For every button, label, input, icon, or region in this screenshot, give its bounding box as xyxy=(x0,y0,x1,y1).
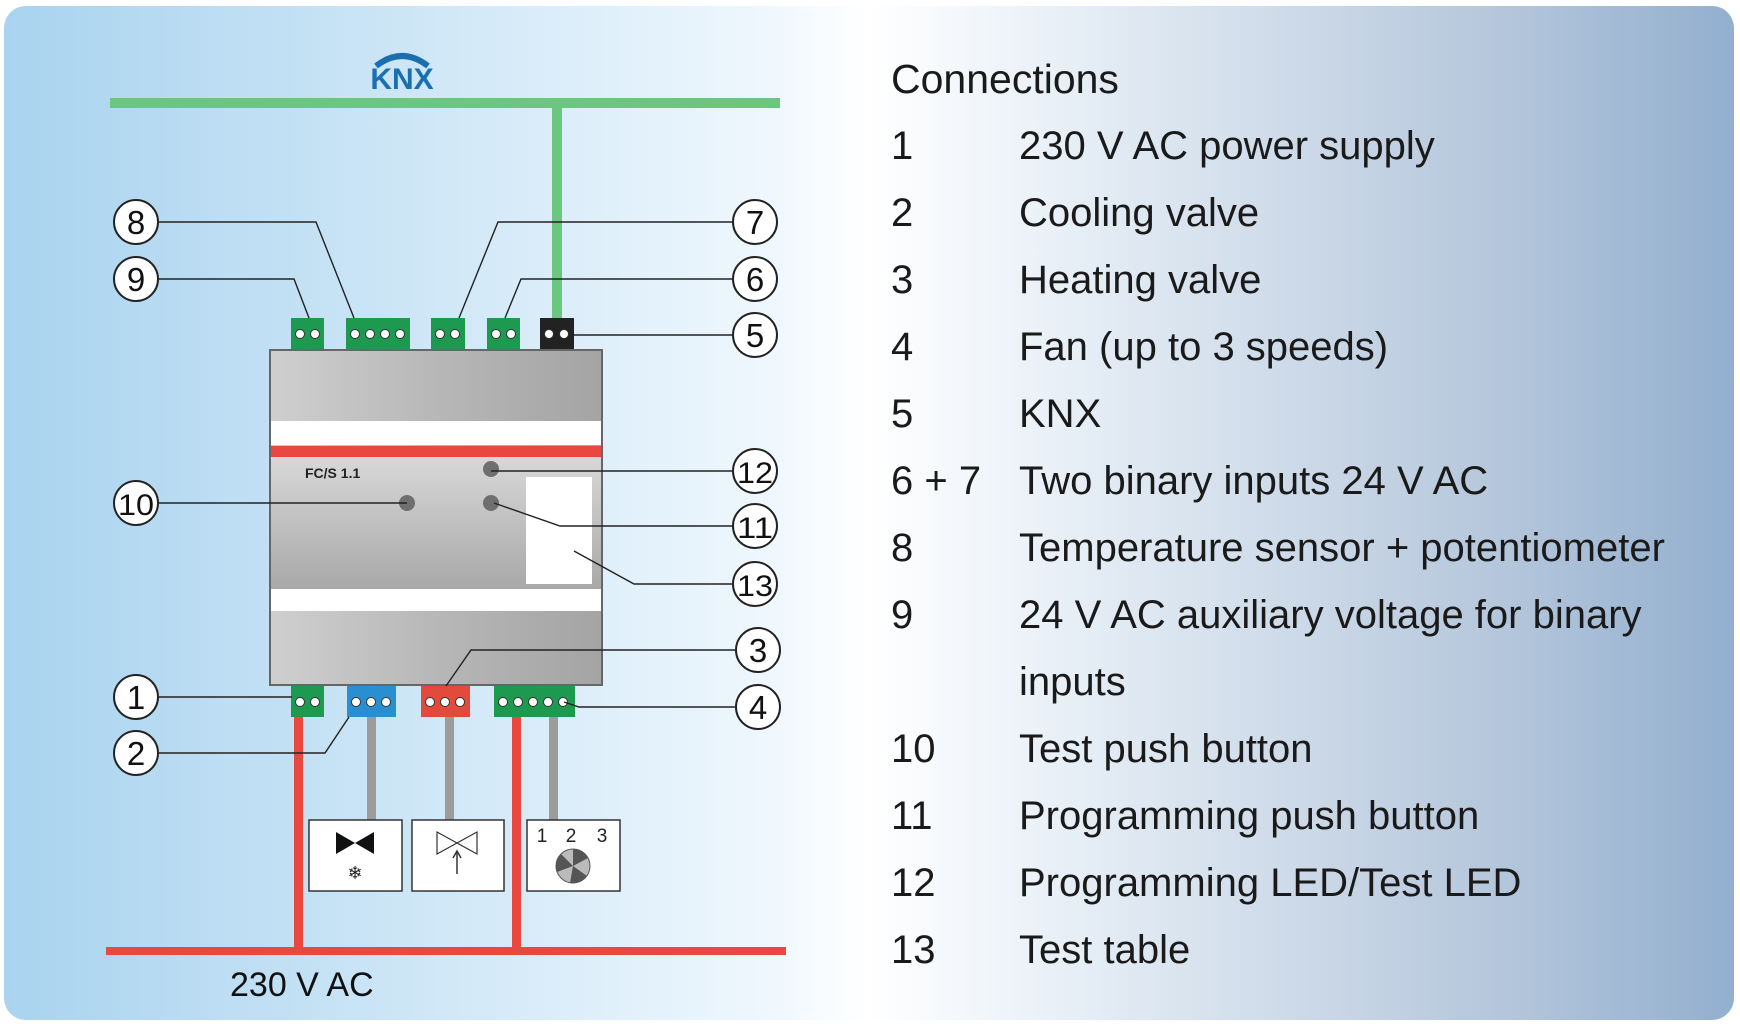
legend-row: 6 + 7 Two binary inputs 24 V AC xyxy=(891,448,1731,515)
svg-text:8: 8 xyxy=(127,204,145,241)
legend-row: 3 Heating valve xyxy=(891,247,1731,314)
legend-row: 13 Test table xyxy=(891,917,1731,984)
legend-number: 4 xyxy=(891,325,914,369)
power-lines xyxy=(106,717,786,955)
callout-7: 7 xyxy=(732,199,778,245)
legend-heading: Connections xyxy=(891,56,1119,102)
legend-description: Cooling valve xyxy=(1019,191,1260,235)
legend-number: 8 xyxy=(891,526,914,570)
legend-row: 10 Test push button xyxy=(891,716,1731,783)
legend-description: KNX xyxy=(1019,392,1102,436)
legend-row: 5 KNX xyxy=(891,381,1731,448)
fan-speed-2: 2 xyxy=(566,826,577,847)
legend-number: 2 xyxy=(891,191,914,235)
svg-text:9: 9 xyxy=(127,261,145,298)
programming-led xyxy=(483,461,499,477)
callout-9: 9 xyxy=(113,256,159,302)
legend-number: 9 xyxy=(891,593,914,637)
legend-number: 10 xyxy=(891,727,936,771)
legend-number: 11 xyxy=(891,794,933,838)
callout-1: 1 xyxy=(113,674,159,720)
legend-row: 4 Fan (up to 3 speeds) xyxy=(891,314,1731,381)
legend-number: 13 xyxy=(891,928,936,972)
callout-13: 13 xyxy=(732,561,778,607)
svg-text:1: 1 xyxy=(127,679,145,716)
legend-row: 8 Temperature sensor + potentiometer xyxy=(891,515,1731,582)
legend-number: 3 xyxy=(891,258,914,302)
supply-voltage-label: 230 V AC xyxy=(230,966,374,1004)
legend-number: 5 xyxy=(891,392,914,436)
legend-row: 1 230 V AC power supply xyxy=(891,113,1731,180)
legend-row: inputs xyxy=(891,649,1731,716)
legend-description: Programming LED/Test LED xyxy=(1019,861,1522,905)
legend-row: 12 Programming LED/Test LED xyxy=(891,850,1731,917)
callout-10: 10 xyxy=(113,480,159,526)
callout-leaders xyxy=(158,221,735,754)
callout-12: 12 xyxy=(732,448,778,494)
legend-description: Test push button xyxy=(1019,727,1313,771)
callout-8: 8 xyxy=(113,199,159,245)
connections-legend: Connections 1 230 V AC power supply 2 Cool… xyxy=(891,46,1731,984)
fan-speed-3: 3 xyxy=(597,826,608,847)
svg-text:4: 4 xyxy=(749,689,767,726)
device-stripe xyxy=(271,446,601,457)
legend-description: Heating valve xyxy=(1019,258,1262,302)
knx-logo: KNX xyxy=(370,53,434,96)
legend-number: 12 xyxy=(891,861,936,905)
bottom-terminals xyxy=(291,686,575,717)
top-terminals xyxy=(291,318,574,350)
callout-5: 5 xyxy=(732,312,778,358)
svg-text:3: 3 xyxy=(749,632,767,669)
svg-text:12: 12 xyxy=(737,457,773,490)
svg-text:7: 7 xyxy=(746,204,764,241)
legend-description: Fan (up to 3 speeds) xyxy=(1019,325,1389,369)
legend-row: 2 Cooling valve xyxy=(891,180,1731,247)
heating-valve-icon xyxy=(411,819,505,892)
wiring-diagram: KNX FC/S 1.1 xyxy=(106,53,786,1004)
cooling-valve-icon: ❄ xyxy=(308,819,403,892)
svg-text:5: 5 xyxy=(746,317,764,354)
legend-description: Programming push button xyxy=(1019,794,1480,838)
legend-description: 230 V AC power supply xyxy=(1019,124,1435,168)
svg-text:13: 13 xyxy=(737,570,773,603)
knx-bus-line xyxy=(110,98,780,322)
callout-6: 6 xyxy=(732,256,778,302)
device-body: FC/S 1.1 xyxy=(269,349,603,686)
legend-description: 24 V AC auxiliary voltage for binary xyxy=(1019,593,1642,637)
legend-number: 1 xyxy=(891,124,914,168)
test-table xyxy=(526,477,592,584)
fan-speed-1: 1 xyxy=(537,826,548,847)
legend-description: inputs xyxy=(1019,660,1126,704)
callout-11: 11 xyxy=(732,503,778,549)
svg-text:6: 6 xyxy=(746,261,764,298)
knx-logo-arc xyxy=(374,53,430,69)
callout-4: 4 xyxy=(735,684,781,730)
load-leads xyxy=(367,717,558,820)
legend-description: Temperature sensor + potentiometer xyxy=(1019,526,1665,570)
svg-text:11: 11 xyxy=(737,512,773,545)
legend-row: 9 24 V AC auxiliary voltage for binary xyxy=(891,582,1731,649)
fan-icon: 1 2 3 xyxy=(526,819,621,892)
programming-push-button[interactable] xyxy=(483,495,499,511)
legend-number: 6 + 7 xyxy=(891,459,982,503)
svg-text:10: 10 xyxy=(118,489,154,522)
knx-logo-text: KNX xyxy=(370,63,433,96)
callout-3: 3 xyxy=(735,627,781,673)
diagram-panel: KNX FC/S 1.1 xyxy=(4,6,1734,1020)
legend-description: Test table xyxy=(1019,928,1191,972)
svg-text:❄: ❄ xyxy=(347,863,362,883)
legend-description: Two binary inputs 24 V AC xyxy=(1019,459,1489,503)
legend-row: 11 Programming push button xyxy=(891,783,1731,850)
callout-2: 2 xyxy=(113,730,159,776)
legend-number xyxy=(891,649,1019,716)
svg-text:2: 2 xyxy=(127,735,145,772)
device-model-label: FC/S 1.1 xyxy=(305,465,360,481)
